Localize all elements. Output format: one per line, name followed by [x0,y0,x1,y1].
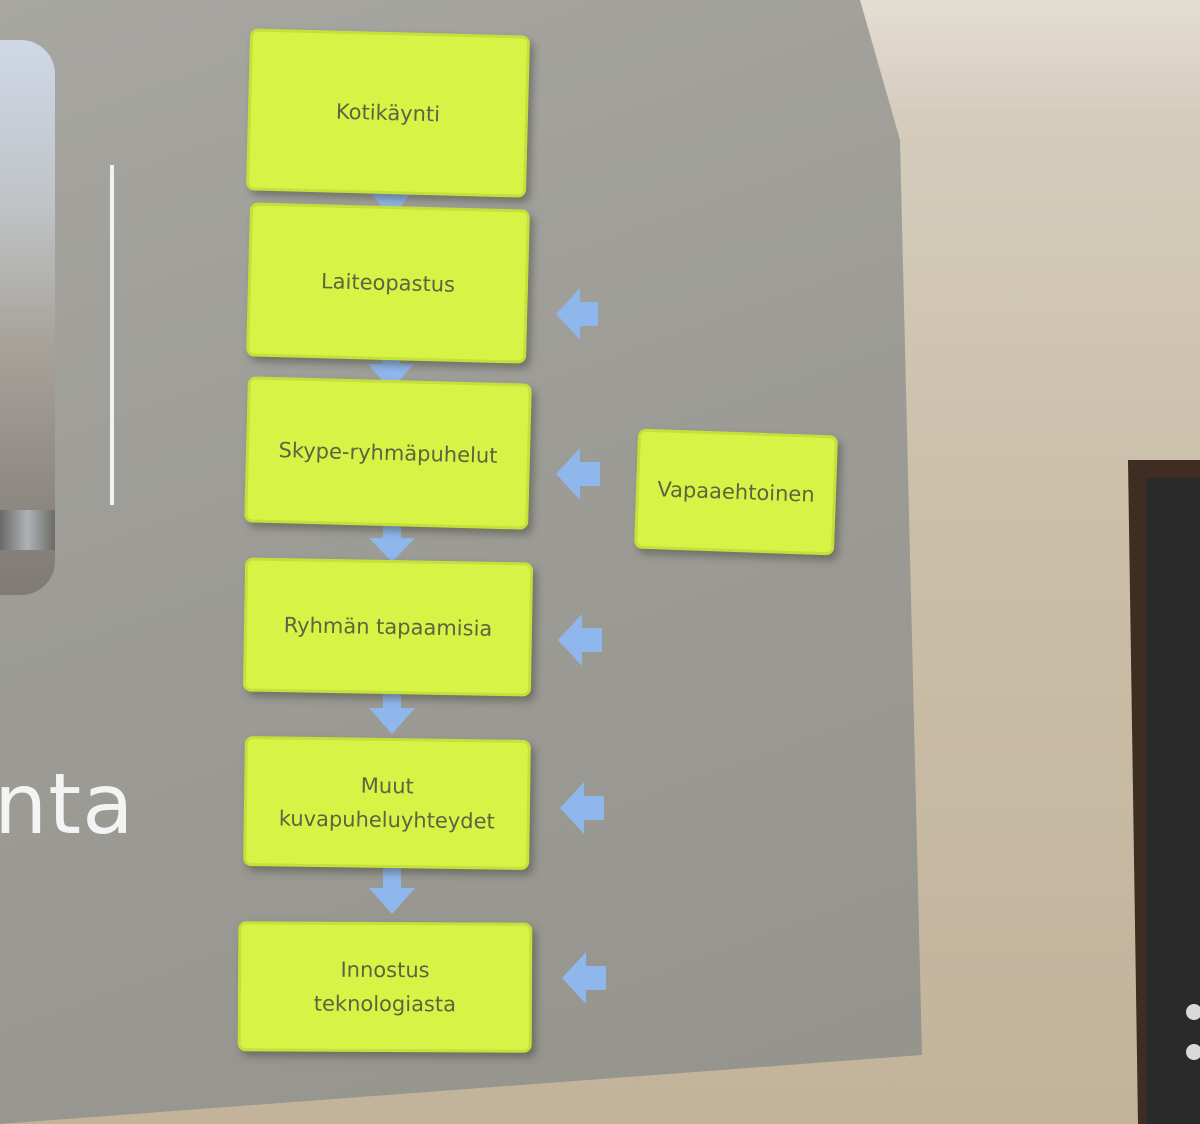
flow-step-other-video-calls: Muut kuvapuheluyhteydet [243,736,531,870]
door-hinge [1186,1044,1200,1060]
down-arrow-icon [369,520,415,562]
side-box-label: Vapaaehtoinen [656,477,816,507]
flow-step-label: Kotikäynti [335,99,441,127]
flow-step-group-meetings: Ryhmän tapaamisia [242,557,534,697]
left-arrow-icon [556,288,598,340]
slide-photo-detail [0,510,55,550]
down-arrow-icon [368,172,414,218]
flow-step-home-visit: Kotikäynti [245,28,531,198]
flow-step-label: Ryhmän tapaamisia [283,613,493,641]
slide-divider-line [110,165,114,505]
left-arrow-icon [558,614,602,666]
flow-step-label: Innostus teknologiasta [313,957,457,1017]
slide-partial-title: nta [0,755,135,853]
flow-step-label: Skype-ryhmäpuhelut [278,438,498,468]
left-arrow-icon [556,448,600,500]
side-box-volunteer: Vapaaehtoinen [633,428,839,556]
left-arrow-icon [560,782,604,834]
left-arrow-icon [562,952,606,1004]
flow-step-label: Muut kuvapuheluyhteydet [278,773,495,834]
flow-step-label: Laiteopastus [320,269,456,297]
down-arrow-icon [369,692,415,734]
door-hinge [1186,1004,1200,1020]
flow-step-device-guidance: Laiteopastus [246,202,530,364]
down-arrow-icon [369,868,415,914]
flow-step-skype-group-calls: Skype-ryhmäpuhelut [244,376,532,530]
flow-step-tech-enthusiasm: Innostus teknologiasta [237,921,533,1053]
slide-photo [0,40,55,595]
down-arrow-icon [368,346,414,390]
